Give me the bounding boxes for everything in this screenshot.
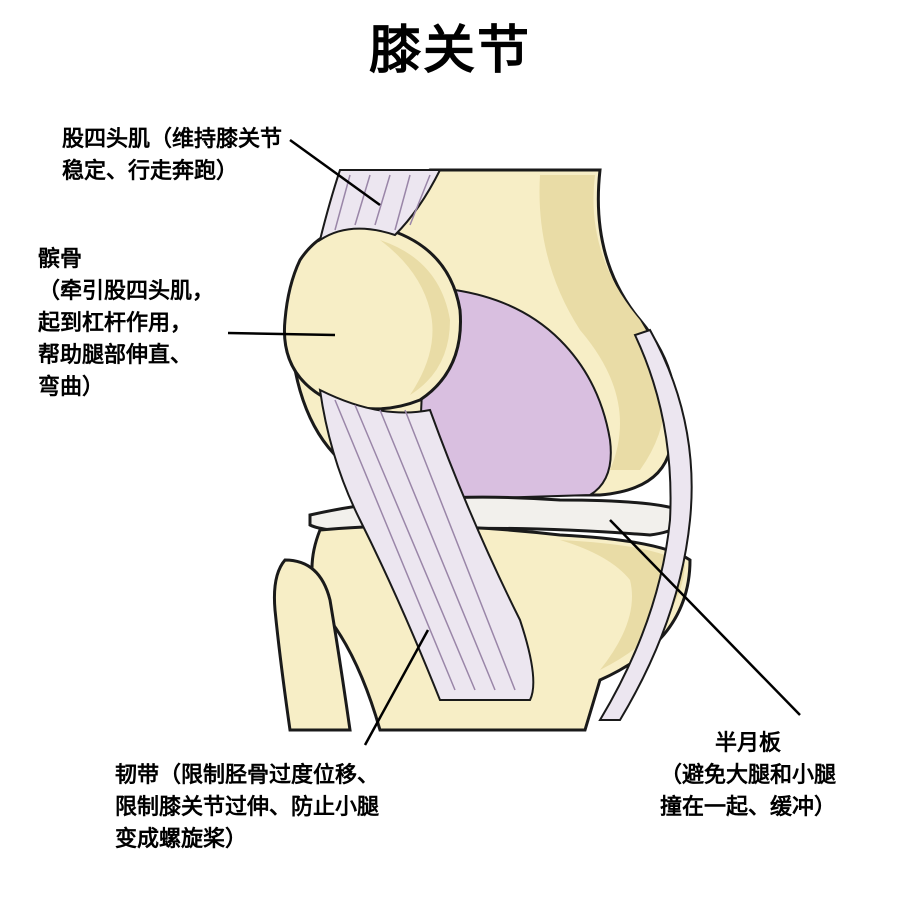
tibia-shading (560, 540, 685, 670)
label-patella: 髌骨 （牵引股四头肌， 起到杠杆作用， 帮助腿部伸直、 弯曲） (38, 247, 215, 400)
label-ligament: 韧带（限制胫骨过度位移、 限制膝关节过伸、防止小腿 变成螺旋桨） (115, 763, 380, 852)
collateral-ligament (598, 328, 693, 721)
femur-shading (539, 175, 665, 470)
label-meniscus: 半月板 （避免大腿和小腿 撞在一起、缓冲） (660, 731, 837, 820)
leader-meniscus (609, 519, 801, 716)
ligament-fibers (334, 399, 516, 691)
fibula-bone (273, 558, 352, 732)
leader-patella (227, 331, 336, 337)
label-quadriceps: 股四头肌（维持膝关节 稳定、行走奔跑） (62, 127, 283, 184)
leader-ligament (363, 629, 430, 746)
leader-quadriceps (289, 138, 381, 207)
quadriceps-fibers (334, 174, 431, 231)
patella-shading (380, 240, 450, 395)
patellar-ligament (318, 388, 535, 701)
page-title: 膝关节 (368, 21, 531, 81)
